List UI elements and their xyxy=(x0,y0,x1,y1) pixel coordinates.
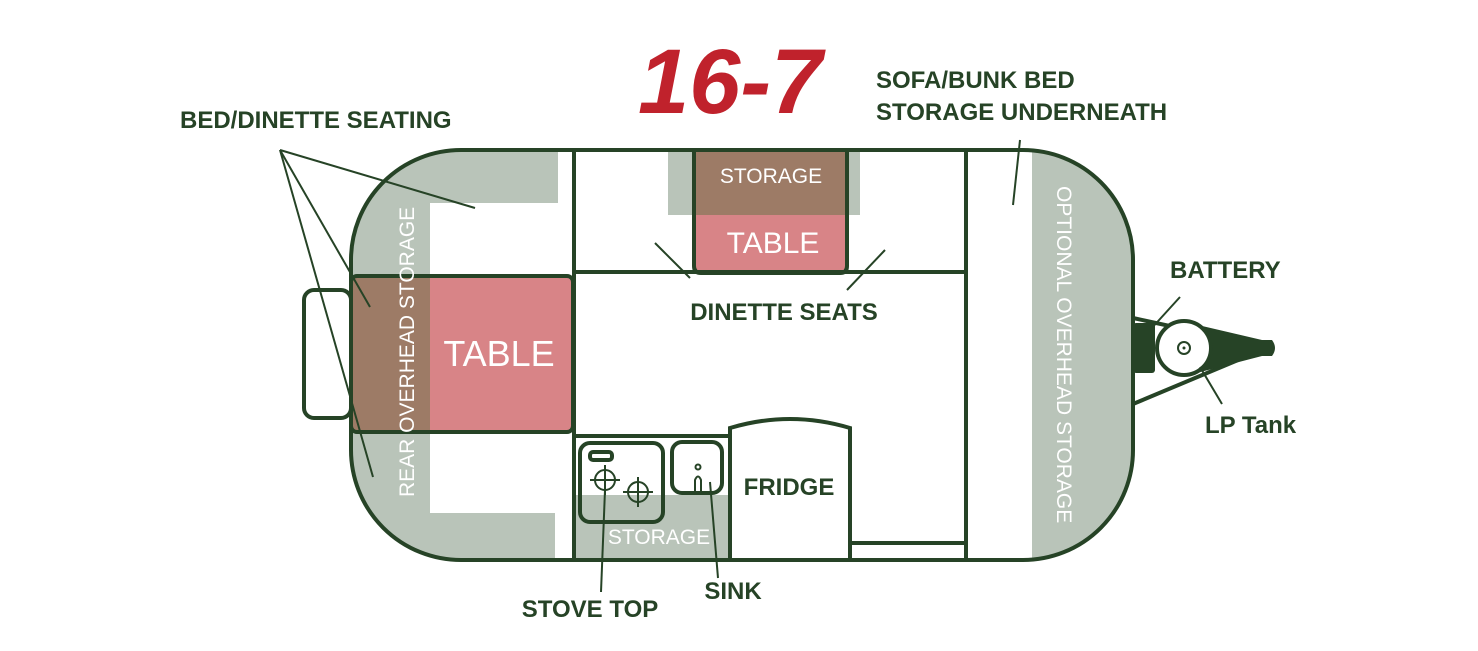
kitchen-storage-label: STORAGE xyxy=(608,526,710,549)
dinette-seats-label: DINETTE SEATS xyxy=(690,299,878,326)
main-table xyxy=(430,276,573,432)
sink-label: SINK xyxy=(704,578,762,605)
dinette-table xyxy=(694,215,847,273)
top-storage-label: STORAGE xyxy=(720,165,822,188)
burner-icon xyxy=(590,465,653,507)
optional-storage-fill xyxy=(1032,150,1133,560)
dinette-table-label: TABLE xyxy=(727,227,820,260)
main-table-brown xyxy=(351,276,430,432)
leader-lines xyxy=(279,139,1223,593)
lp-tank-label: LP Tank xyxy=(1205,412,1297,439)
bed-dinette-seating-label: BED/DINETTE SEATING xyxy=(180,107,452,134)
faucet-icon xyxy=(694,463,702,493)
sofa-label-line2: STORAGE UNDERNEATH xyxy=(876,99,1167,126)
sofa-label-line1: SOFA/BUNK BED xyxy=(876,67,1075,94)
battery-icon xyxy=(1133,323,1155,373)
sink-basin xyxy=(670,440,724,495)
model-title: 16-7 xyxy=(638,31,826,133)
stove-top xyxy=(578,441,665,524)
walls xyxy=(302,148,1275,562)
top-storage-brown xyxy=(694,150,847,215)
fridge-outline xyxy=(728,417,852,558)
optional-overhead-storage-label: OPTIONAL OVERHEAD STORAGE xyxy=(1052,186,1075,523)
rear-bumper xyxy=(302,288,353,420)
battery-label: BATTERY xyxy=(1170,257,1281,284)
fridge-label: FRIDGE xyxy=(744,474,835,501)
rear-overhead-storage-label: REAR OVERHEAD STORAGE xyxy=(396,207,419,497)
stove-top-label: STOVE TOP xyxy=(522,596,659,623)
area-fills xyxy=(351,150,1133,560)
kitchen-storage-fill xyxy=(575,495,730,558)
main-table-label: TABLE xyxy=(443,333,554,374)
